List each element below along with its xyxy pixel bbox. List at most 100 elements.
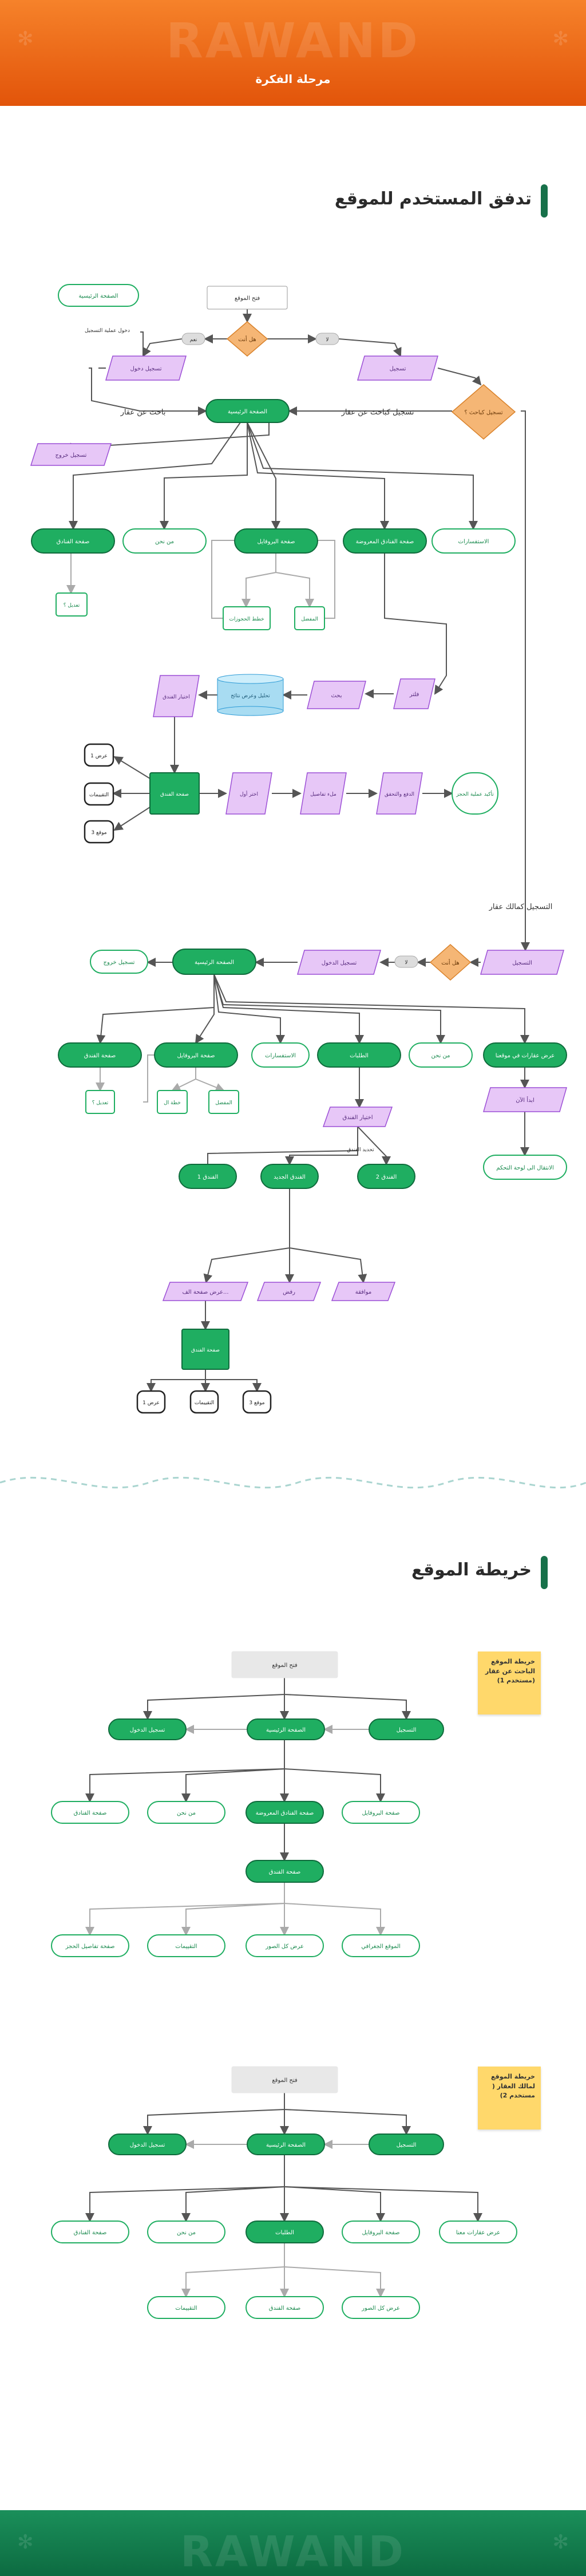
- owner-hotels-node: صفحة الفندق: [58, 1042, 142, 1068]
- node-label: الفندق الجديد: [274, 1174, 306, 1180]
- node-label: عرض كل الصور: [361, 2305, 400, 2312]
- favorites-node: المفضل: [294, 606, 325, 630]
- node-label: الصفحة الرئيسية: [266, 2142, 306, 2148]
- owner-offers-node: عرض عقارات في موقعنا: [483, 1042, 567, 1068]
- payment-node: الدفع والتحقق: [376, 772, 423, 815]
- node-label: فتح الموقع: [272, 2077, 298, 2084]
- flow-connector: [213, 974, 285, 1044]
- node-label: التسجيل كمالك عقار: [489, 903, 553, 911]
- sm2-start-node: فتح الموقع: [231, 2066, 338, 2093]
- sm1-home-node: الصفحة الرئيسية: [247, 1718, 325, 1740]
- node-label: التسجيل: [397, 1727, 417, 1733]
- node-label: اختيار الفندق: [343, 1115, 373, 1121]
- node-label: المفضل: [215, 1100, 232, 1106]
- owner-q-diamond: هل أنت: [429, 943, 472, 981]
- owner-logout-node: تسجيل خروج: [90, 950, 148, 974]
- sm1-details-node: صفحة تفاصيل الحجز: [51, 1934, 129, 1957]
- sm1-about-node: من نحن: [147, 1801, 225, 1824]
- node-label: خطط الحجوزات: [229, 617, 264, 622]
- flow-connector: [384, 553, 447, 695]
- node-label: لا: [326, 337, 328, 343]
- sm2-register-node: التسجيل: [369, 2134, 444, 2155]
- flow-connector: [284, 2093, 411, 2135]
- flow-connector: [207, 1127, 358, 1164]
- node-label: موقع 3: [91, 830, 106, 836]
- location-node: موقع 3: [84, 820, 114, 844]
- node-label: تسجيل خروج: [56, 452, 87, 459]
- node-label: الصفحة الرئيسية: [79, 293, 118, 299]
- node-label: فلتر: [409, 692, 419, 698]
- flow-connector: [195, 974, 215, 1044]
- sm1-gallery-node: عرض كل الصور: [246, 1934, 324, 1957]
- flow-connector: [69, 422, 241, 530]
- node-label: تسجيل الدخول: [130, 2142, 165, 2148]
- page-header: ✻ ✻ RAWAND مرحلة الفكرة: [0, 0, 586, 106]
- flow-connector: [140, 331, 144, 356]
- owner-fav-node: المفضل: [208, 1090, 239, 1114]
- sm1-hotels-node: صفحة الفنادق: [51, 1801, 129, 1824]
- flower-ornament-icon: ✻: [552, 2531, 569, 2554]
- node-label: عرض 1: [90, 753, 108, 759]
- flow-connector: [211, 540, 235, 619]
- node-label: الصفحة الرئيسية: [266, 1727, 306, 1733]
- section-accent-bar: [541, 184, 548, 218]
- brand-watermark: RAWAND: [180, 2527, 406, 2576]
- profile-node: صفحة البروفايل: [234, 528, 318, 554]
- as-researcher-text: تسجيل كباحث عن عقار: [341, 408, 414, 417]
- node-label: تسجيل خروج: [104, 959, 135, 966]
- node-label: صفحة البروفايل: [258, 539, 295, 545]
- node-label: تعديل ؟: [92, 1100, 109, 1106]
- flower-ornament-icon: ✻: [17, 27, 34, 50]
- node-label: اختيار الفندق: [163, 694, 190, 700]
- edit-node: تعديل ؟: [56, 592, 88, 617]
- sm1-map-node: الموقع الجغرافي: [342, 1934, 420, 1957]
- owner-about-node: من نحن: [409, 1042, 473, 1068]
- hotel2-node: الفندق الجديد: [260, 1164, 319, 1189]
- flow-connector: [285, 1127, 358, 1165]
- node-label: من نحن: [177, 2230, 196, 2236]
- owner-no-pill: لا: [394, 955, 418, 968]
- node-label: فتح الموقع: [235, 295, 260, 302]
- sm2-login-node: تسجيل الدخول: [108, 2134, 187, 2155]
- flow-connector: [275, 553, 314, 608]
- node-label: صفحة الفندق: [84, 1053, 116, 1059]
- home-top-node: الصفحة الرئيسية: [58, 284, 139, 307]
- section-accent-bar: [541, 1556, 548, 1589]
- sm2-hotels-node: صفحة الفنادق: [51, 2221, 129, 2243]
- search-node: بحث: [307, 681, 366, 709]
- node-label: صفحة البروفايل: [362, 2230, 400, 2236]
- flow-connector: [96, 974, 215, 1044]
- flow-connector: [247, 422, 478, 530]
- about-node: من نحن: [122, 528, 207, 554]
- flow-connector: [181, 2243, 285, 2298]
- offers-page-node: صفحة الفنادق المعروضة: [343, 528, 427, 554]
- node-label: صفحة الفنادق: [74, 1810, 107, 1816]
- node-label: صفحة الفنادق: [74, 2230, 107, 2236]
- node-label: التقييمات: [175, 1943, 197, 1950]
- flow-connector: [213, 974, 529, 1044]
- home-node: الصفحة الرئيسية: [205, 399, 290, 423]
- flow-connector: [241, 553, 276, 608]
- owner-plans-node: خطة ال: [157, 1090, 188, 1114]
- owner-edit-node: تعديل ؟: [85, 1090, 115, 1114]
- flow-connector: [213, 974, 364, 1044]
- flow-connector: [284, 1678, 411, 1720]
- node-label: صفحة الفنادق المعروضة: [256, 1810, 314, 1816]
- page-title: مرحلة الفكرة: [255, 72, 331, 86]
- reject-node: رفض: [256, 1282, 322, 1301]
- flow-connector: [181, 1882, 285, 1936]
- flow-connector: [160, 422, 248, 530]
- details-node: ملء تفاصيل: [300, 772, 347, 815]
- node-label: ملء تفاصيل: [310, 792, 336, 797]
- q-member-diamond: هل أنت: [226, 321, 268, 357]
- bookings-node: خطط الحجوزات: [223, 606, 271, 630]
- flow-connector: [195, 1067, 225, 1092]
- offer1-node: عرض 1: [84, 743, 114, 767]
- reviews-node: التقييمات: [84, 782, 114, 806]
- hotel-page2-node: صفحة الفندق: [181, 1329, 229, 1370]
- node-label: صفحة تفاصيل الحجز: [65, 1943, 115, 1950]
- node-label: صفحة البروفايل: [362, 1810, 400, 1816]
- book-choice-node: اختر أول: [225, 772, 272, 815]
- node-label: الطلبات: [275, 2230, 294, 2236]
- researcher-label-text: باحث عن عقار: [120, 408, 166, 417]
